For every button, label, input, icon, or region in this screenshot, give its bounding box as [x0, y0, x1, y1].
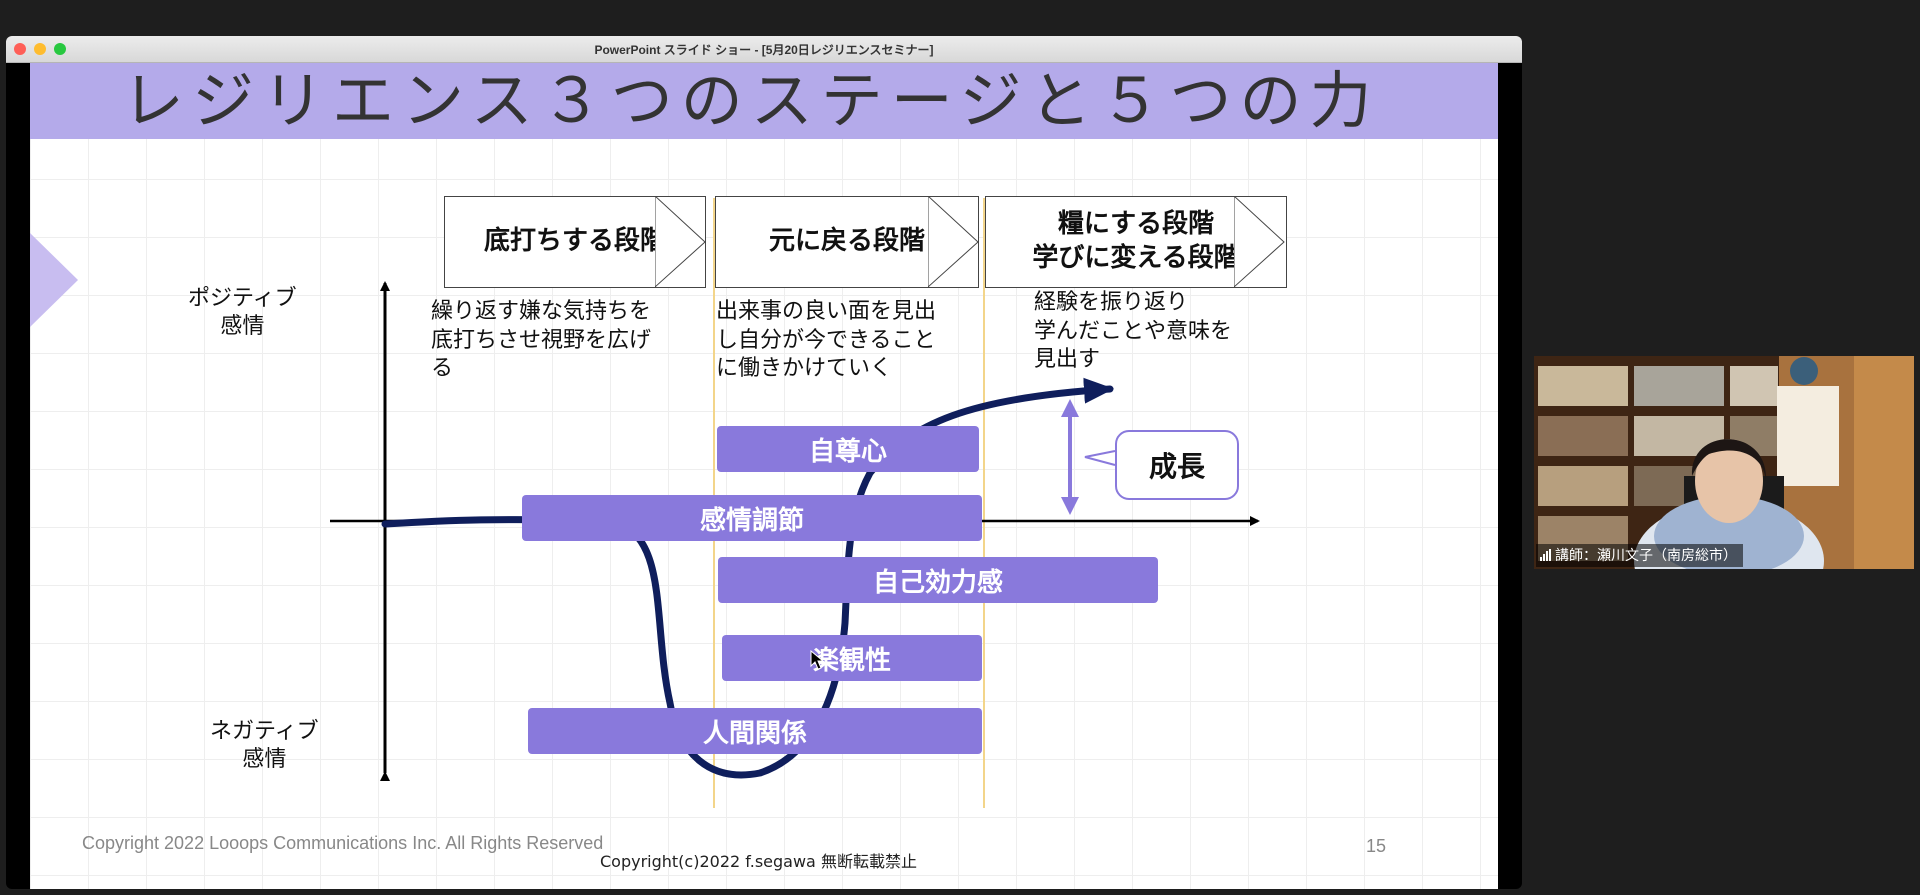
- factor-optimism: 楽観性: [722, 635, 982, 681]
- factor-emotion-regulation: 感情調節: [522, 495, 982, 541]
- stage-arrow-tip: [655, 196, 706, 288]
- slide-title-bar: レジリエンス３つのステージと５つの力: [30, 63, 1498, 139]
- stage-bottom-out: 底打ちする段階: [444, 196, 706, 288]
- negative-emotion-label: ネガティブ 感情: [210, 719, 319, 772]
- factor-relationships: 人間関係: [528, 708, 982, 754]
- stage-recover: 元に戻る段階: [715, 196, 979, 288]
- video-frame: [1534, 356, 1914, 569]
- stage-learn: 糧にする段階 学びに変える段階: [985, 196, 1287, 288]
- footer-copyright-watermark: Copyright(c)2022 f.segawa 無断転載禁止: [600, 852, 917, 871]
- participant-name-tag: 講師：瀬川文子（南房総市）: [1536, 544, 1743, 567]
- mouse-cursor-icon: [810, 650, 824, 670]
- stage-description: 繰り返す嫌な気持ちを 底打ちさせ視野を広げ る: [431, 299, 652, 382]
- window-titlebar[interactable]: PowerPoint スライド ショー - [5月20日レジリエンスセミナー]: [6, 36, 1522, 63]
- page-number: 15: [1366, 836, 1387, 856]
- close-window-button[interactable]: [14, 43, 26, 55]
- stage-label: 糧にする段階 学びに変える段階: [1032, 209, 1240, 273]
- participant-video[interactable]: 講師：瀬川文子（南房総市）: [1534, 356, 1914, 569]
- slide-title: レジリエンス３つのステージと５つの力: [122, 64, 1380, 137]
- speech-tail: [1084, 450, 1116, 466]
- stage-divider-line: [983, 198, 985, 808]
- signal-bars-icon: [1540, 549, 1551, 561]
- zoom-window-button[interactable]: [54, 43, 66, 55]
- window-title: PowerPoint スライド ショー - [5月20日レジリエンスセミナー]: [594, 43, 934, 57]
- factor-self-efficacy: 自己効力感: [718, 557, 1158, 603]
- powerpoint-window: PowerPoint スライド ショー - [5月20日レジリエンスセミナー] …: [6, 36, 1522, 889]
- positive-emotion-label: ポジティブ 感情: [188, 286, 297, 339]
- factor-self-esteem: 自尊心: [717, 426, 979, 472]
- stage-label: 元に戻る段階: [768, 226, 925, 257]
- growth-callout: 成長: [1115, 430, 1239, 500]
- stage-description: 経験を振り返り 学んだことや意味を 見出す: [1034, 290, 1233, 373]
- footer-copyright: Copyright 2022 Looops Communications Inc…: [82, 833, 604, 853]
- stage-description: 出来事の良い面を見出 し自分が今できること に働きかけていく: [716, 299, 937, 382]
- stage-arrow-tip: [928, 196, 979, 288]
- slide[interactable]: レジリエンス３つのステージと５つの力: [30, 63, 1498, 889]
- left-edge-triangle: [30, 233, 78, 327]
- minimize-window-button[interactable]: [34, 43, 46, 55]
- stage-label: 底打ちする段階: [483, 226, 666, 257]
- participant-name: 講師：瀬川文子（南房総市）: [1555, 548, 1737, 564]
- stage-arrow-tip: [1234, 196, 1285, 288]
